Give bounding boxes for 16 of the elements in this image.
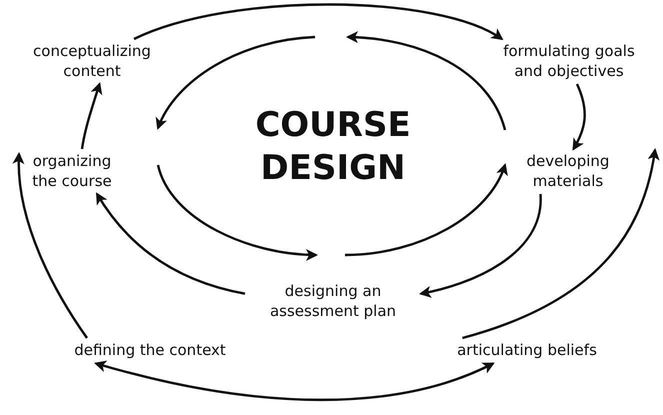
arrow [13,152,88,339]
stage-label: designing an assessment plan [248,282,418,321]
arrow [572,84,586,151]
stage-label: formulating goals and objectives [489,42,649,81]
stage-label: conceptualizing content [17,42,167,81]
arrow [134,3,504,40]
stage-label: articulating beliefs [442,341,612,360]
stage-label: organizing the course [22,152,122,191]
arrow [94,360,495,401]
arrow [419,194,542,298]
arrow [96,192,246,295]
stage-label: developing materials [513,152,623,191]
arrow [80,82,102,150]
stage-label: defining the context [60,341,240,360]
title-text: COURSE DESIGN [248,104,418,189]
arrow [462,148,660,340]
